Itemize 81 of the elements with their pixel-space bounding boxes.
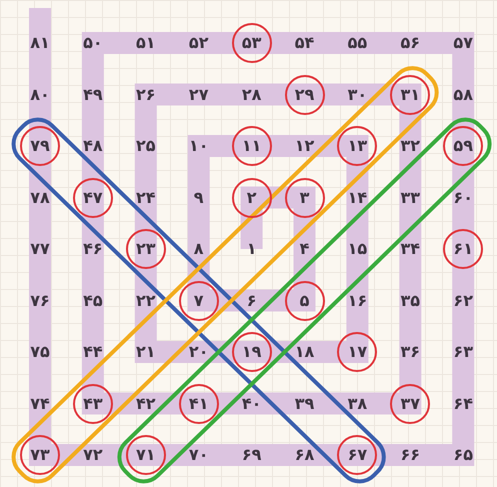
- circled-number: ۳۱: [390, 74, 430, 114]
- number: ۷۲: [83, 445, 103, 465]
- number: ۴۸: [83, 136, 103, 156]
- number: ۴۰: [242, 394, 262, 414]
- number: ۷۷: [30, 239, 50, 259]
- number: ۲۴: [136, 188, 156, 208]
- circled-number: ۳۷: [390, 384, 430, 424]
- number: ۶: [246, 290, 256, 310]
- number: ۸: [194, 239, 204, 259]
- number: ۴۵: [83, 290, 103, 310]
- number: ۷۴: [30, 394, 50, 414]
- circled-number: ۵: [284, 280, 324, 320]
- number: ۴: [300, 239, 310, 259]
- number: ۶۳: [453, 342, 473, 362]
- number: ۳۸: [348, 394, 368, 414]
- circled-number: ۷: [178, 280, 219, 320]
- circled-number: ۱۳: [337, 126, 378, 166]
- number: ۴۹: [83, 84, 103, 104]
- number: ۴۶: [83, 239, 103, 259]
- number: ۶۸: [294, 445, 314, 465]
- number: ۲۷: [188, 84, 208, 104]
- circled-number: ۲: [232, 178, 272, 218]
- circled-number: ۷۱: [126, 435, 166, 475]
- number: ۳۵: [400, 290, 420, 310]
- number: ۶۵: [453, 445, 473, 465]
- circled-number: ۱۱: [232, 126, 272, 166]
- number: ۱۸: [294, 342, 314, 362]
- number: ۱: [246, 239, 256, 259]
- number: ۱۴: [348, 188, 368, 208]
- circled-number: ۴۷: [72, 178, 113, 218]
- number: ۳۰: [348, 84, 368, 104]
- number: ۲۰: [188, 342, 208, 362]
- number: ۶۴: [453, 394, 473, 414]
- number: ۵۴: [294, 33, 314, 53]
- number: ۵۱: [136, 33, 156, 53]
- number: ۱۰: [188, 136, 208, 156]
- number: ۱۵: [348, 239, 368, 259]
- number: ۲۵: [136, 136, 156, 156]
- circled-number: ۳: [284, 178, 324, 218]
- number: ۲۸: [242, 84, 262, 104]
- circled-number: ۶۷: [337, 435, 378, 475]
- number: ۷۶: [30, 290, 50, 310]
- number: ۸۱: [30, 33, 50, 53]
- number: ۲۱: [136, 342, 156, 362]
- number: ۵۸: [453, 84, 473, 104]
- number: ۸۰: [30, 84, 50, 104]
- number: ۲۶: [136, 84, 156, 104]
- number: ۶۹: [242, 445, 262, 465]
- number: ۷۸: [30, 188, 50, 208]
- number: ۷۰: [188, 445, 208, 465]
- circled-number: ۱۷: [337, 332, 378, 372]
- number: ۳۲: [400, 136, 420, 156]
- number: ۳۴: [400, 239, 420, 259]
- number: ۵۲: [188, 33, 208, 53]
- circled-number: ۵۳: [232, 23, 272, 63]
- number: ۹: [194, 188, 204, 208]
- number: ۷۵: [30, 342, 50, 362]
- circled-number: ۵۹: [443, 126, 484, 166]
- number: ۱۶: [348, 290, 368, 310]
- number: ۵۰: [83, 33, 103, 53]
- circled-number: ۴۳: [72, 384, 113, 424]
- circled-number: ۷۳: [20, 435, 60, 475]
- circled-number: ۱۹: [232, 332, 272, 372]
- number: ۶۲: [453, 290, 473, 310]
- number: ۴۴: [83, 342, 103, 362]
- number: ۳۳: [400, 188, 420, 208]
- number: ۳۹: [294, 394, 314, 414]
- number: ۱۲: [294, 136, 314, 156]
- circled-number: ۷۹: [20, 126, 60, 166]
- number: ۵۵: [348, 33, 368, 53]
- number: ۶۶: [400, 445, 420, 465]
- number: ۳۶: [400, 342, 420, 362]
- number: ۴۲: [136, 394, 156, 414]
- circled-number: ۲۹: [284, 74, 324, 114]
- number: ۶۰: [453, 188, 473, 208]
- circled-number: ۶۱: [443, 229, 484, 269]
- circled-number: ۲۳: [126, 229, 166, 269]
- number: ۵۷: [453, 33, 473, 53]
- number: ۵۶: [400, 33, 420, 53]
- number: ۲۲: [136, 290, 156, 310]
- circled-number: ۴۱: [178, 384, 219, 424]
